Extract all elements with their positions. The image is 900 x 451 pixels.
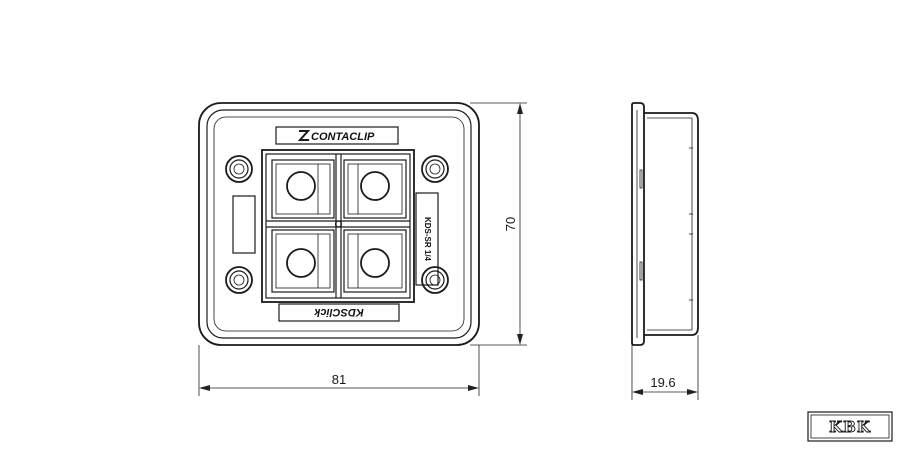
center-frame-inner — [265, 153, 411, 299]
sealing-insert-bottom-right — [343, 229, 407, 293]
side-flange — [631, 102, 645, 346]
center-cross — [266, 154, 410, 298]
front-rim — [213, 116, 465, 332]
mounting-hole-bottom-right — [421, 266, 449, 294]
cable-hole-top-left — [286, 171, 316, 201]
width-dimension-value: 81 — [332, 372, 346, 387]
left-side-slot — [232, 195, 256, 254]
depth-dimension: 19.6 — [631, 335, 699, 400]
insert-slits — [317, 164, 359, 288]
kbk-logo-text: KBK — [829, 418, 871, 436]
cable-hole-bottom-right — [360, 248, 390, 278]
model-text: KDS-SR 1/4 — [423, 217, 432, 262]
cable-hole-bottom-left — [286, 248, 316, 278]
sealing-insert-bottom-left — [271, 229, 335, 293]
center-screw — [334, 220, 343, 228]
height-dimension-value: 70 — [503, 217, 518, 231]
center-frame-outer — [261, 149, 415, 303]
front-outer-frame — [198, 102, 480, 346]
mounting-hole-bottom-left — [225, 266, 253, 294]
front-inner-frame — [206, 109, 472, 339]
top-label-plate — [275, 126, 399, 145]
side-body — [644, 112, 699, 336]
brand-bottom-text: KDSClick — [313, 306, 363, 318]
mounting-hole-top-right — [421, 155, 449, 183]
sealing-insert-top-right — [343, 159, 407, 219]
height-dimension: 70 — [470, 102, 527, 346]
bottom-label-plate — [278, 303, 400, 322]
width-dimension: 81 — [198, 345, 480, 396]
depth-dimension-value: 19.6 — [650, 375, 675, 390]
mounting-hole-top-left — [225, 155, 253, 183]
cable-hole-top-right — [360, 171, 390, 201]
model-label-plate — [415, 192, 439, 286]
front-view: CONTACLIP KDSClick — [198, 102, 480, 346]
sealing-insert-top-left — [271, 159, 335, 219]
side-view — [631, 102, 699, 346]
contaclip-logo-mark — [297, 130, 311, 141]
kbk-logo: KBK — [807, 411, 893, 442]
brand-top-text: CONTACLIP — [311, 131, 375, 143]
